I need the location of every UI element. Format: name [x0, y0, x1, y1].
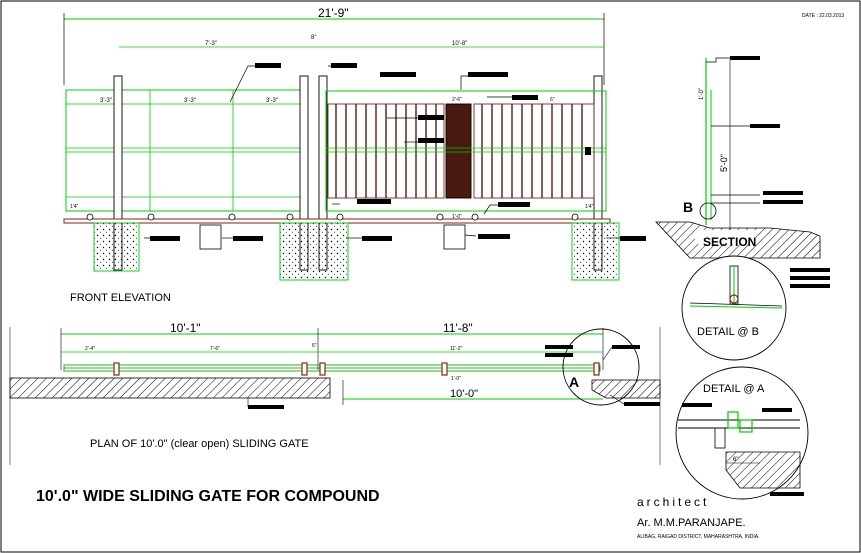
detail-b: DETAIL @ B — [681, 255, 830, 361]
plan-seg-1: 2'-4" — [85, 346, 95, 352]
title-block: 10'.0" WIDE SLIDING GATE FOR COMPOUND ar… — [36, 488, 760, 540]
plan-small-a: 6" — [312, 343, 317, 349]
front-elevation-title: FRONT ELEVATION — [70, 292, 171, 304]
architect-address: ALIBAG, RAIGAD DISTRICT, MAHARASHTRA, IN… — [637, 534, 760, 540]
gate-small-dim: 2'-6" — [452, 97, 462, 103]
detail-a-title: DETAIL @ A — [703, 383, 765, 395]
plan-seg-3: 11'-2" — [450, 346, 463, 352]
rail-dim-right: 1'4" — [585, 204, 594, 210]
wheel-dim: 1'-0" — [452, 214, 462, 220]
detail-a: DETAIL @ A 6" — [675, 366, 809, 500]
section-marker-b: B — [683, 199, 693, 215]
section-title: SECTION — [703, 235, 756, 249]
plan-left-dim: 10'-1" — [170, 321, 201, 335]
rail-dim-left: 1'4" — [70, 204, 79, 210]
bay-dim-2: 3'-3" — [184, 98, 196, 104]
front-elevation: 21'-9" 7'-3" 8" 10'-8" 3'-3" 3'-3" 3'-3" — [63, 6, 646, 304]
section-top-dim: 1'-0" — [699, 88, 705, 100]
bay-dim-1: 3'-3" — [100, 98, 112, 104]
date-label: DATE : 22.03.2013 — [802, 13, 844, 19]
right-dim: 10'-8" — [452, 41, 467, 47]
side-dim: 6" — [550, 97, 555, 103]
section-height-dim: 5'-0" — [719, 154, 729, 172]
detail-b-title: DETAIL @ B — [697, 326, 759, 338]
plan-view: 10'-1" 11'-8" 2'-4" 7'-6" 11'-2" 6" 1'-0… — [9, 321, 661, 450]
detail-a-dim: 6" — [733, 457, 738, 463]
plan-right-dim: 11'-8" — [443, 321, 473, 335]
plan-marker-a: A — [569, 374, 579, 390]
bay-dim-3: 3'-3" — [266, 98, 278, 104]
left-dim: 7'-3" — [205, 41, 217, 47]
overall-dim: 21'-9" — [318, 6, 349, 20]
plan-seg-2: 7'-6" — [210, 346, 220, 352]
gap-dim: 8" — [311, 35, 316, 41]
gate-door — [445, 103, 472, 199]
plan-clear-dim: 10'-0" — [450, 388, 478, 400]
architect-label: architect — [637, 495, 709, 509]
plan-title: PLAN OF 10'.0" (clear open) SLIDING GATE — [90, 438, 309, 450]
architect-name: Ar. M.M.PARANJAPE. — [637, 517, 746, 529]
sheet-title: 10'.0" WIDE SLIDING GATE FOR COMPOUND — [36, 488, 380, 505]
plan-small-b: 1'-0" — [451, 376, 461, 382]
section-view: 1'-0" 5'-0" B SECTION — [655, 56, 821, 259]
